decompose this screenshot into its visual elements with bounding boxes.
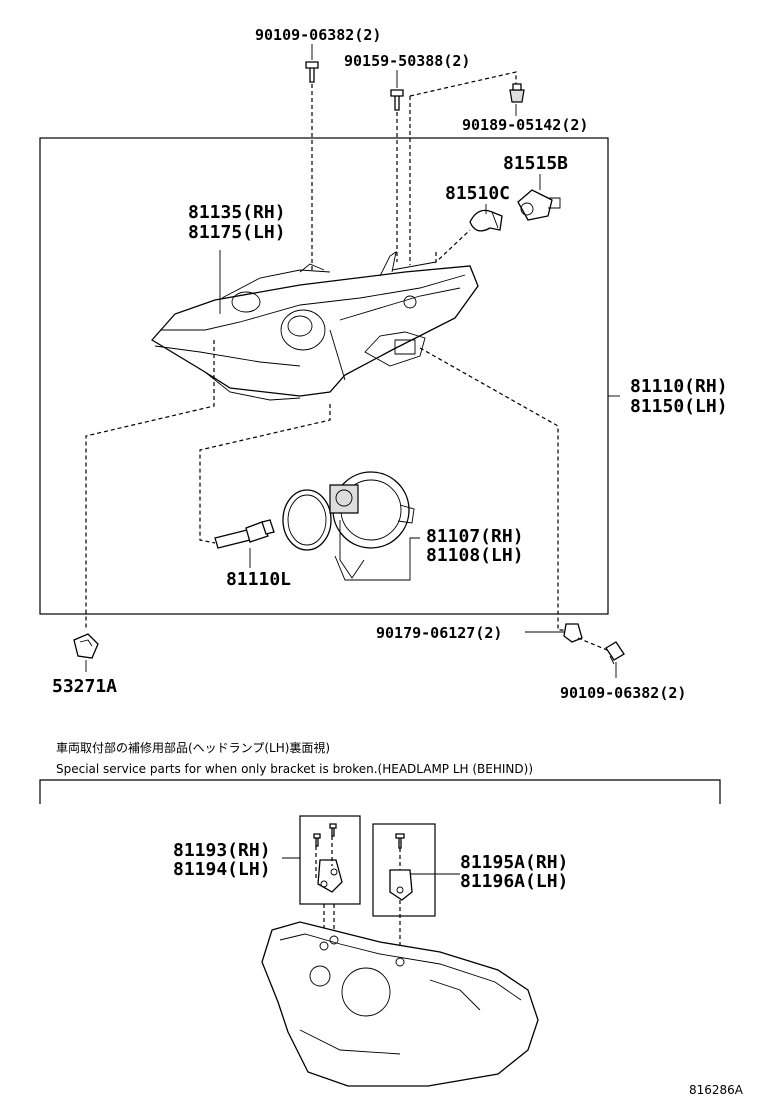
box-81195a	[372, 823, 436, 917]
label-81515b: 81515B	[503, 153, 568, 174]
label-81193: 81193(RH)	[173, 840, 271, 861]
label-90109-bottom: 90109-06382(2)	[560, 684, 686, 702]
bolt-90109-top[interactable]	[305, 61, 319, 83]
label-90159: 90159-50388(2)	[344, 52, 470, 70]
diagram-code: 816286A	[689, 1083, 744, 1097]
clip-53271a[interactable]	[73, 633, 99, 659]
service-note-en: Special service parts for when only brac…	[56, 762, 533, 776]
label-81107: 81107(RH)	[426, 526, 524, 547]
label-81150: 81150(LH)	[630, 396, 728, 417]
bracket-81193[interactable]	[313, 823, 343, 893]
service-note-jp: 車両取付部の補修用部品(ヘッドランプ(LH)裏面視)	[56, 740, 330, 755]
headlamp-back-view[interactable]	[261, 921, 539, 1087]
bracket-81195a[interactable]	[389, 833, 413, 901]
cap-81107[interactable]	[282, 471, 415, 579]
bulb-81510c[interactable]	[469, 209, 503, 232]
label-81108: 81108(LH)	[426, 545, 524, 566]
box-81193	[299, 815, 361, 905]
headlamp-assembly[interactable]	[150, 251, 479, 401]
label-90109-top: 90109-06382(2)	[255, 26, 381, 44]
label-81196a: 81196A(LH)	[460, 871, 568, 892]
bolt-90109-bottom[interactable]	[605, 641, 625, 665]
label-53271a: 53271A	[52, 676, 117, 697]
label-90179: 90179-06127(2)	[376, 624, 502, 642]
label-81135: 81135(RH)	[188, 202, 286, 223]
label-90189: 90189-05142(2)	[462, 116, 588, 134]
bracket-90179[interactable]	[563, 623, 583, 643]
label-81510c: 81510C	[445, 183, 510, 204]
bolt-90159[interactable]	[390, 89, 404, 111]
clip-90189[interactable]	[509, 83, 525, 103]
service-section-bracket	[39, 779, 721, 804]
label-81194: 81194(LH)	[173, 859, 271, 880]
label-81175: 81175(LH)	[188, 222, 286, 243]
socket-81515b[interactable]	[517, 189, 561, 221]
label-81110l: 81110L	[226, 569, 291, 590]
bulb-81110l[interactable]	[214, 519, 275, 549]
label-81110-rh: 81110(RH)	[630, 376, 728, 397]
label-81195a: 81195A(RH)	[460, 852, 568, 873]
assembly-frame	[39, 137, 609, 615]
